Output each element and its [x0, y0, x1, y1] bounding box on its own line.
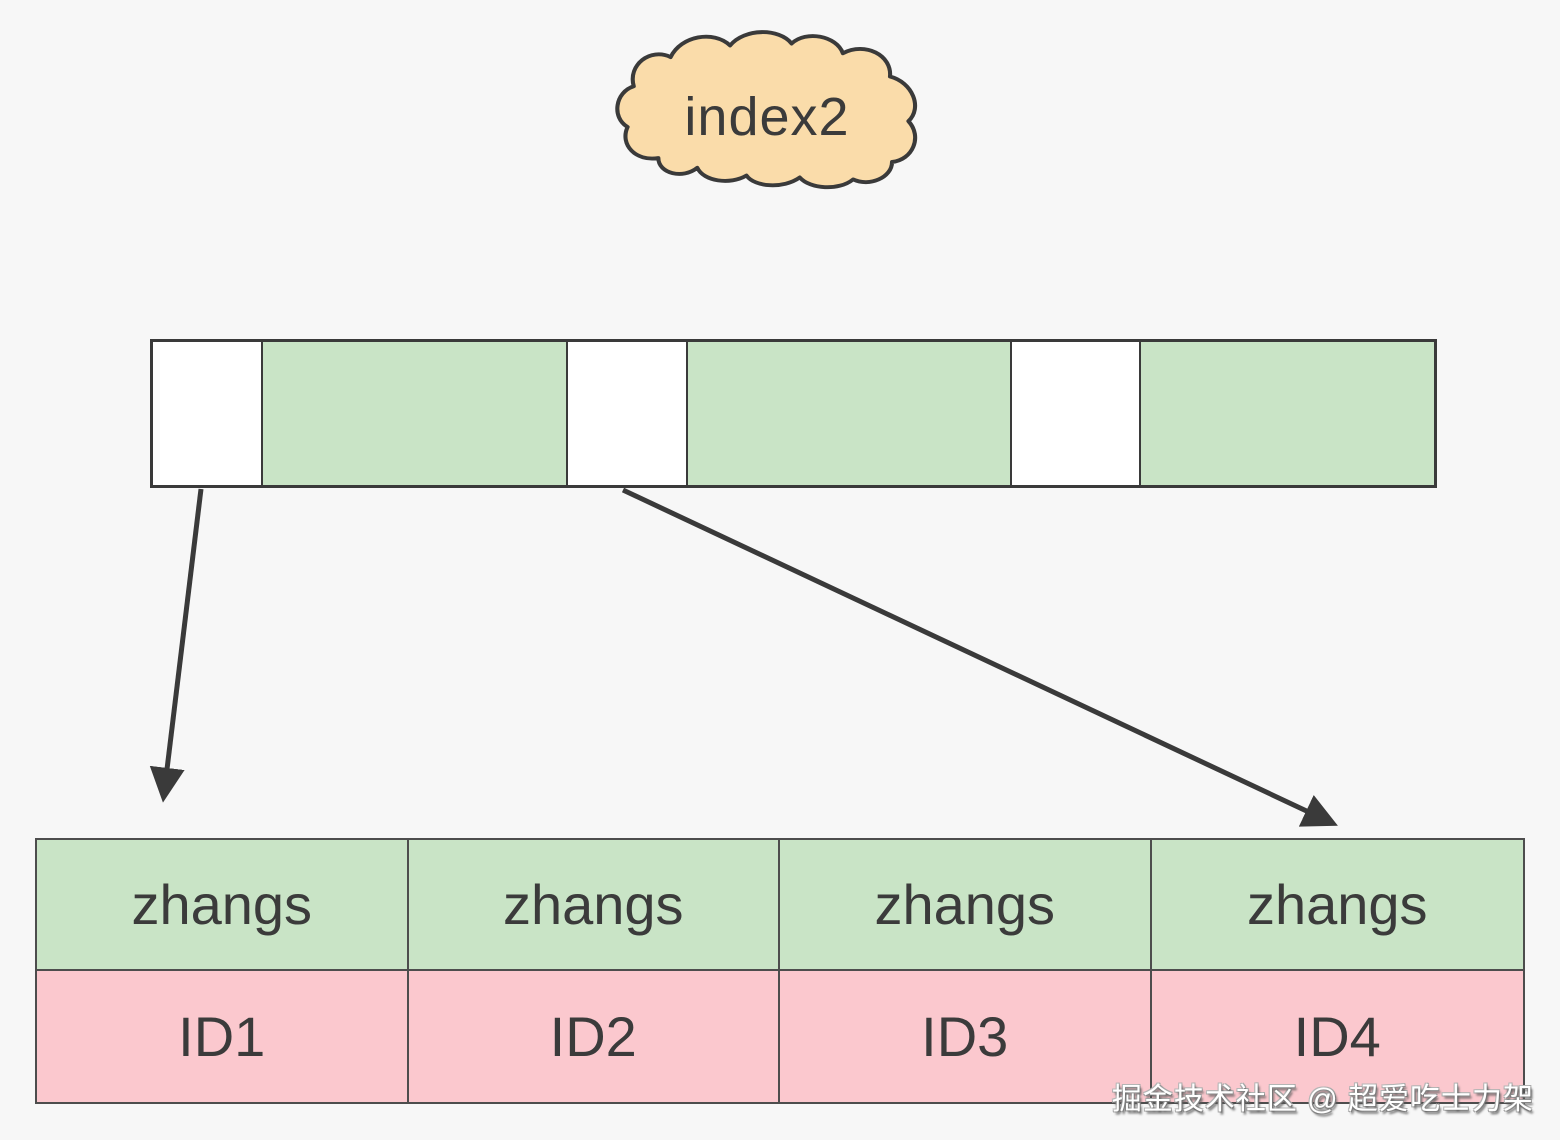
bar-segment-empty: [153, 342, 261, 485]
record-table: zhangs zhangs zhangs zhangs ID1 ID2 ID3 …: [35, 838, 1525, 1104]
table-cell-key: zhangs: [780, 840, 1152, 971]
index-bar: [150, 339, 1437, 488]
index-name-label: index2: [684, 86, 850, 147]
bar-segment-filled: [260, 342, 566, 485]
table-cell-id: ID2: [408, 971, 780, 1102]
table-cell-id: ID3: [780, 971, 1152, 1102]
table-cell-key: zhangs: [37, 840, 409, 971]
bar-segment-empty: [1010, 342, 1139, 485]
bar-segment-filled: [686, 342, 1011, 485]
cloud-shape-icon: [615, 30, 918, 190]
table-cell-id: ID4: [1151, 971, 1523, 1102]
bar-segment-filled: [1138, 342, 1435, 485]
index-cloud: index2: [603, 28, 931, 193]
table-cell-key: zhangs: [408, 840, 780, 971]
table-cell-id: ID1: [37, 971, 409, 1102]
watermark-text: 掘金技术社区 @ 超爱吃士力架: [1111, 1083, 1534, 1116]
bar-segment-empty: [565, 342, 687, 485]
table-cell-key: zhangs: [1151, 840, 1523, 971]
pointer-arrow-1: [149, 488, 204, 803]
pointer-arrow-2: [621, 487, 1338, 827]
cloud-path: [615, 30, 918, 190]
